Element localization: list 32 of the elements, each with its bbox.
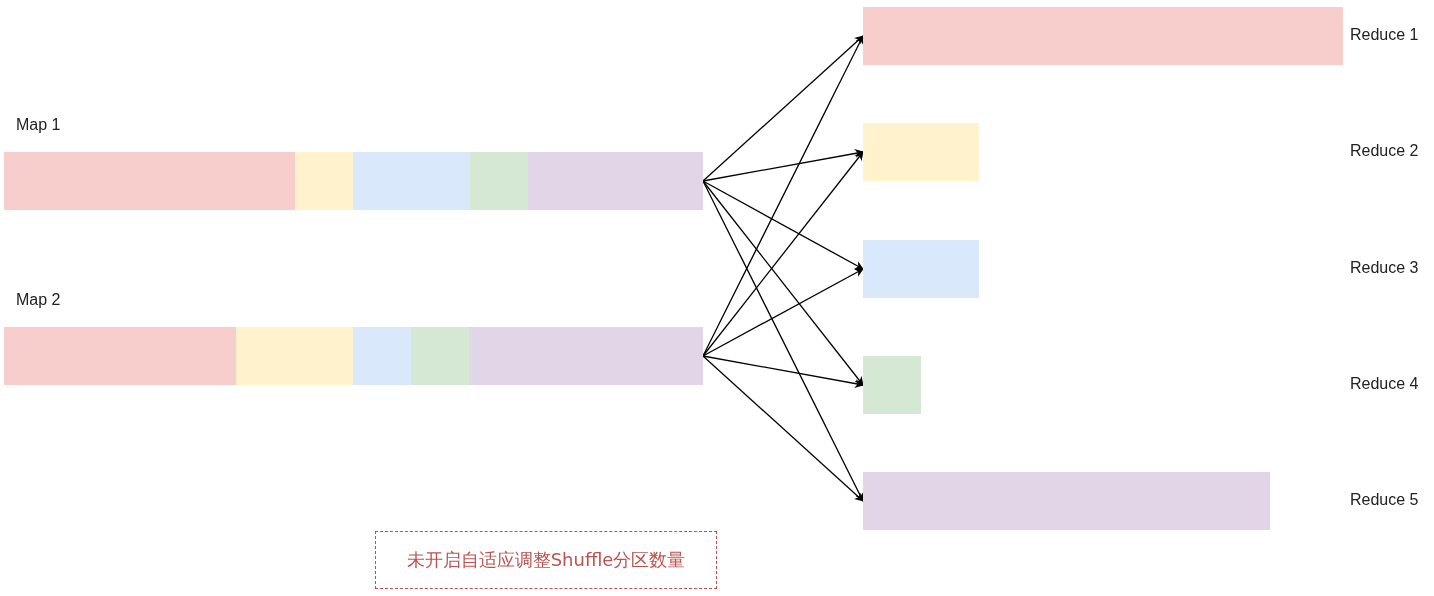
- note-box: [375, 531, 717, 589]
- row-label: Reduce 1: [1350, 26, 1419, 44]
- arrow: [702, 268, 864, 357]
- partition-segment: [528, 152, 703, 210]
- row-label: Reduce 4: [1350, 375, 1419, 393]
- arrow: [702, 180, 864, 270]
- partition-segment: [236, 327, 353, 385]
- arrow: [702, 149, 864, 182]
- arrow: [702, 355, 864, 502]
- reduce-bar: [863, 7, 1343, 65]
- note-text: 未开启自适应调整Shuffle分区数量: [406, 548, 686, 572]
- partition-segment: [470, 152, 528, 210]
- reduce-bar: [863, 356, 921, 414]
- arrow: [702, 180, 864, 386]
- partition-segment: [295, 152, 353, 210]
- partition-segment: [353, 152, 470, 210]
- reduce-bar: [863, 240, 979, 298]
- partition-segment: [4, 152, 295, 210]
- partition-segment: [469, 327, 703, 385]
- arrow: [702, 355, 864, 388]
- arrow: [702, 35, 864, 182]
- bar-label: Map 1: [16, 116, 61, 134]
- row-label: Reduce 2: [1350, 142, 1419, 160]
- partition-segment: [411, 327, 469, 385]
- row-label: Reduce 3: [1350, 259, 1419, 277]
- arrow: [702, 151, 864, 357]
- reduce-bar: [863, 123, 979, 181]
- partition-segment: [4, 327, 236, 385]
- row-label: Reduce 5: [1350, 491, 1419, 509]
- bar-label: Map 2: [16, 291, 61, 309]
- reduce-bar: [863, 472, 1270, 530]
- partition-segment: [353, 327, 411, 385]
